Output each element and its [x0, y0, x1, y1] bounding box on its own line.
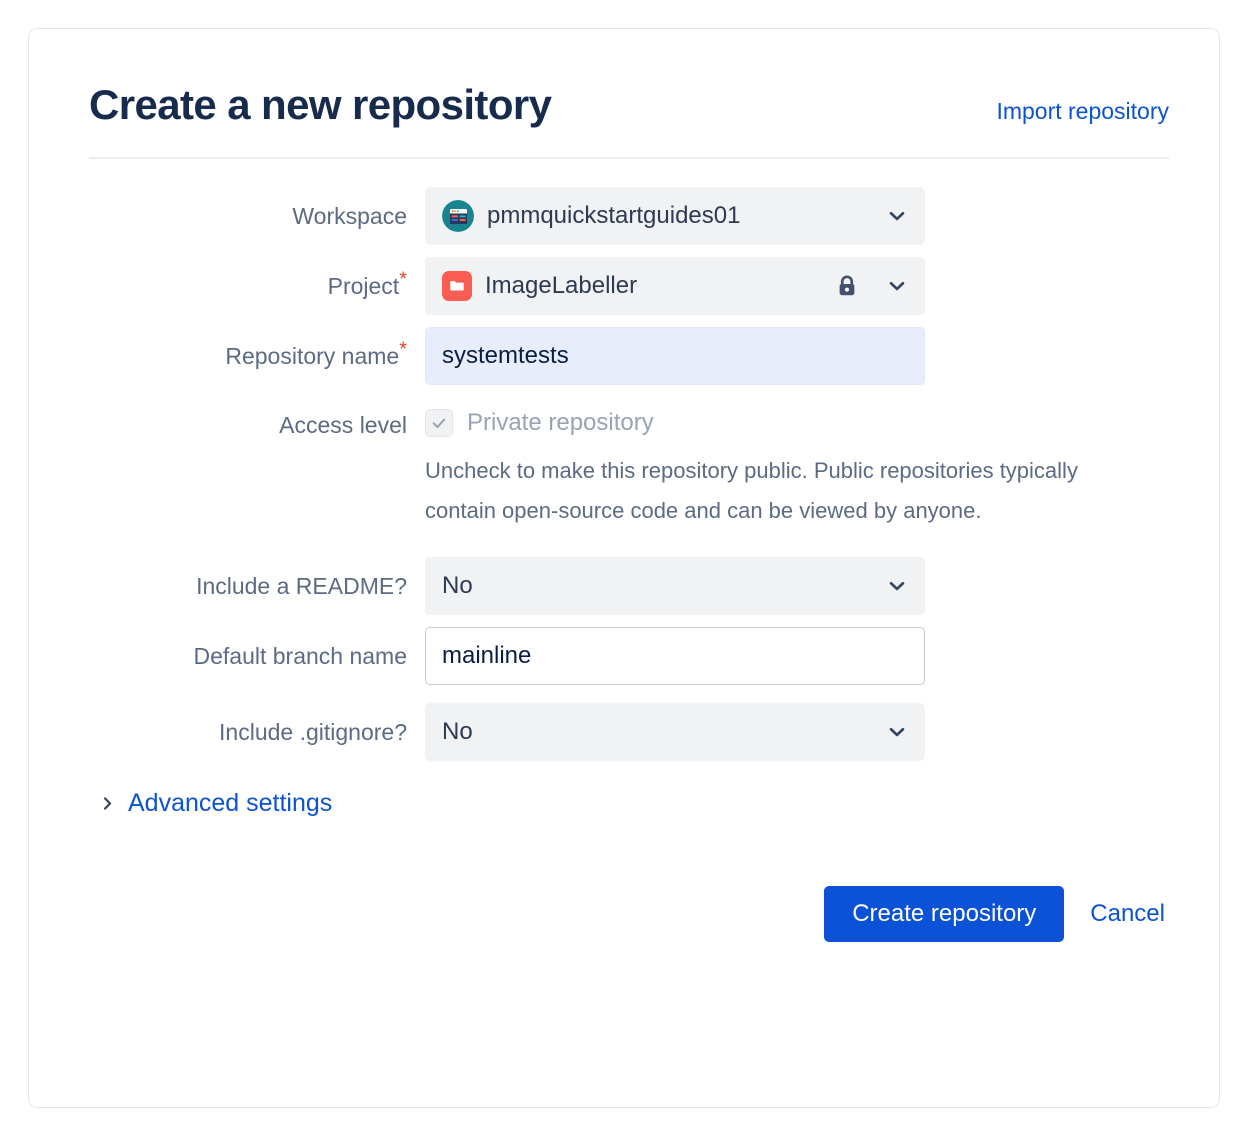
cancel-button[interactable]: Cancel [1086, 892, 1169, 936]
create-repository-card: Create a new repository Import repositor… [28, 28, 1220, 1108]
chevron-down-icon [886, 721, 908, 743]
workspace-value: pmmquickstartguides01 [487, 202, 741, 230]
card-header: Create a new repository Import repositor… [89, 81, 1169, 160]
form-actions: Create repository Cancel [89, 886, 1169, 943]
repository-name-label: Repository name* [89, 327, 425, 372]
workspace-row: Workspace [89, 187, 1169, 246]
create-repository-button[interactable]: Create repository [824, 886, 1065, 943]
project-row: Project* ImageLabeller [89, 257, 1169, 316]
include-gitignore-label: Include .gitignore? [219, 719, 407, 746]
repository-name-label-text: Repository name [225, 343, 400, 370]
project-select[interactable]: ImageLabeller [425, 257, 925, 316]
include-readme-row: Include a README? No [89, 557, 1169, 616]
default-branch-label: Default branch name [193, 643, 407, 670]
repository-name-required-marker: * [399, 338, 407, 361]
include-gitignore-value: No [442, 718, 473, 746]
project-label-text: Project [327, 273, 400, 300]
access-level-helper-text: Uncheck to make this repository public. … [425, 458, 1078, 524]
page-title: Create a new repository [89, 81, 552, 128]
access-level-label: Access level [279, 412, 407, 439]
workspace-label: Workspace [292, 203, 407, 230]
create-repository-form: Workspace [89, 187, 1169, 943]
workspace-avatar-icon [442, 200, 474, 233]
access-level-row: Access level Private repository Uncheck … [89, 397, 1169, 531]
import-repository-link[interactable]: Import repository [996, 98, 1169, 124]
workspace-select[interactable]: pmmquickstartguides01 [425, 187, 925, 246]
lock-icon [834, 273, 860, 299]
repository-name-row: Repository name* systemtests [89, 327, 1169, 386]
chevron-down-icon [886, 275, 908, 297]
default-branch-row: Default branch name mainline [89, 627, 1169, 686]
project-required-marker: * [399, 268, 407, 291]
project-value: ImageLabeller [485, 272, 638, 300]
project-folder-icon [442, 271, 472, 302]
check-icon [432, 418, 446, 429]
include-gitignore-select[interactable]: No [425, 703, 925, 762]
advanced-settings-label: Advanced settings [128, 789, 333, 818]
default-branch-input[interactable]: mainline [425, 627, 925, 686]
include-readme-value: No [442, 572, 473, 600]
include-gitignore-row: Include .gitignore? No [89, 703, 1169, 762]
chevron-down-icon [886, 575, 908, 597]
include-readme-label: Include a README? [196, 573, 407, 600]
project-label: Project* [89, 257, 425, 302]
private-repository-checkbox [425, 409, 453, 438]
private-repository-checkbox-row[interactable]: Private repository [425, 397, 1169, 439]
advanced-settings-toggle[interactable]: Advanced settings [99, 789, 332, 818]
chevron-down-icon [886, 205, 908, 227]
chevron-right-icon [99, 794, 116, 813]
repository-name-input[interactable]: systemtests [425, 327, 925, 386]
include-readme-select[interactable]: No [425, 557, 925, 616]
private-repository-label: Private repository [467, 409, 654, 437]
